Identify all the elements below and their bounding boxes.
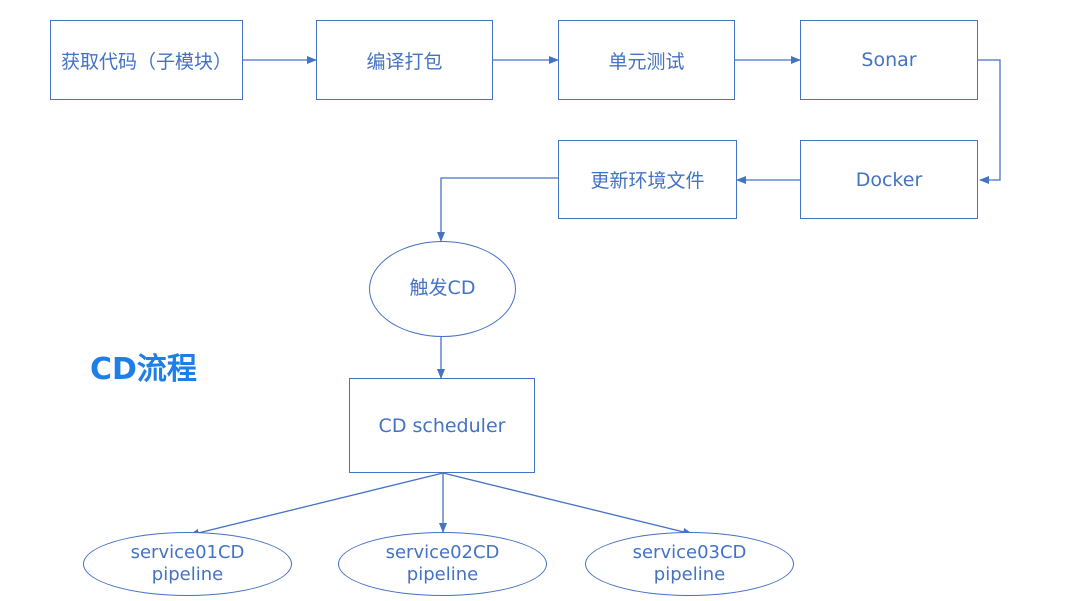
node-update-env: 更新环境文件 xyxy=(558,140,737,219)
trigger-cd-label: 触发CD xyxy=(409,277,476,300)
service03-label-line1: service03CD xyxy=(632,541,747,563)
node-service02: service02CD pipeline xyxy=(338,532,547,596)
service03-label-line2: pipeline xyxy=(653,564,726,585)
arrow-update-to-trigger xyxy=(437,177,558,242)
service02-label-line2: pipeline xyxy=(406,564,479,585)
arrow-sonar-to-docker xyxy=(978,59,1001,184)
service01-label-line2: pipeline xyxy=(151,564,224,585)
node-service03: service03CD pipeline xyxy=(585,532,794,596)
node-compile: 编译打包 xyxy=(316,20,493,100)
node-sonar: Sonar xyxy=(800,20,978,100)
node-trigger-cd: 触发CD xyxy=(369,241,516,337)
node-service01: service01CD pipeline xyxy=(83,532,292,596)
node-cd-scheduler: CD scheduler xyxy=(349,378,535,473)
arrow-scheduler-to-service03 xyxy=(442,472,693,536)
node-unit-test: 单元测试 xyxy=(558,20,735,100)
arrow-scheduler-to-service01 xyxy=(189,472,444,537)
service02-label-line1: service02CD xyxy=(385,541,500,563)
diagram-title: CD流程 xyxy=(90,352,197,387)
node-fetch-code: 获取代码（子模块） xyxy=(50,20,243,100)
service01-label-line1: service01CD xyxy=(130,541,245,563)
node-docker: Docker xyxy=(800,140,978,219)
